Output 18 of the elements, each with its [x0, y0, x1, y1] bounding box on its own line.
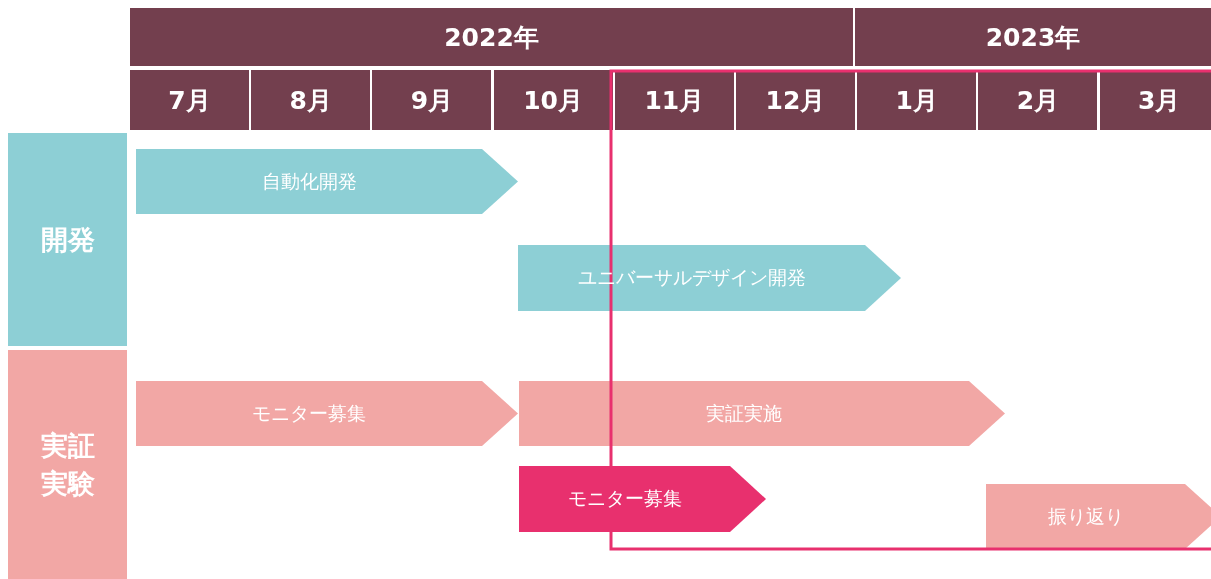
month-header: 2月: [978, 70, 1098, 130]
month-header: 9月: [372, 70, 492, 130]
month-header: 3月: [1099, 70, 1211, 130]
task-label: モニター募集: [567, 486, 682, 511]
task-label: モニター募集: [252, 400, 366, 426]
month-header: 1月: [857, 70, 977, 130]
year-header: 2023年: [855, 8, 1211, 66]
category-band: 実証実験: [8, 350, 127, 579]
month-header: 10月: [493, 70, 613, 130]
month-header: 11月: [614, 70, 734, 130]
task-label: 自動化開発: [261, 168, 357, 194]
category-band: 開発: [8, 133, 127, 346]
month-header: 12月: [736, 70, 855, 130]
month-header: 7月: [130, 70, 249, 130]
year-header: 2022年: [130, 8, 853, 66]
task-label: 振り返り: [1047, 503, 1124, 529]
month-header: 8月: [251, 70, 371, 130]
task-label: 実証実施: [706, 400, 782, 426]
